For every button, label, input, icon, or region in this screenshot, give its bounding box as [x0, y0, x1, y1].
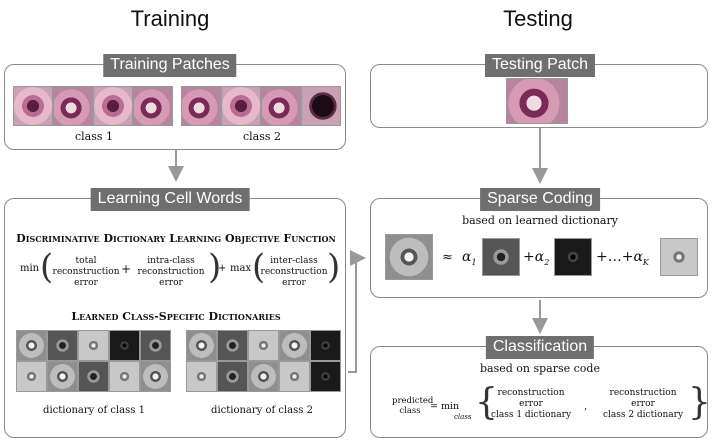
max-operator: max: [230, 263, 252, 274]
dict-atom: [310, 330, 341, 361]
dict-atom-image: [482, 238, 520, 276]
training-patch-image: [221, 86, 261, 126]
dict-atom: [47, 330, 78, 361]
min-subscript: class: [454, 413, 472, 421]
term-text: intra-class: [147, 256, 195, 266]
term-text: class 1 dictionary: [490, 410, 572, 420]
term-text: error: [631, 399, 655, 409]
objective-title: Discriminative Dictionary Learning Objec…: [16, 232, 336, 245]
term-text: error: [74, 278, 98, 288]
training-patch-image: [13, 86, 53, 126]
min-operator: min: [20, 263, 40, 274]
term-text: total: [75, 256, 97, 266]
predicted-text: predicted: [392, 396, 434, 406]
testing-title: Testing: [503, 6, 573, 31]
plus-sign: +: [121, 262, 132, 276]
testing-patch-image: [506, 78, 568, 124]
training-patch-image: [261, 86, 301, 126]
term-text: reconstruction: [137, 267, 205, 277]
training-patches-header: Training Patches: [103, 54, 237, 77]
classification-panel: [370, 346, 708, 438]
class1-label: class 1: [74, 130, 114, 143]
dict-atom: [217, 361, 248, 392]
paren-close: ): [327, 247, 341, 287]
objective-term-total: total reconstruction error: [50, 256, 122, 289]
dict-atom: [310, 361, 341, 392]
term-text: error: [282, 278, 306, 288]
paren-close: ): [208, 247, 222, 287]
dict-atom: [140, 330, 171, 361]
alpha-subscript: 1: [471, 257, 477, 267]
alpha-2: +α2: [523, 249, 549, 267]
alpha-subscript: 2: [544, 257, 550, 267]
dict-title: Learned Class-Specific Dictionaries: [71, 310, 281, 323]
dict-atom: [109, 361, 140, 392]
dict-atom: [109, 330, 140, 361]
training-patch-image: [53, 86, 93, 126]
objective-term-intra: intra-class reconstruction error: [135, 256, 207, 289]
dict-atom: [217, 330, 248, 361]
comma: ,: [584, 401, 588, 412]
dict-atom: [78, 330, 109, 361]
min-equals: = min: [430, 401, 460, 412]
training-patch-image: [301, 86, 341, 126]
training-patch-image: [93, 86, 133, 126]
brace-close: }: [688, 382, 711, 423]
term-text: class 2 dictionary: [602, 410, 684, 420]
plus-sign: +: [218, 263, 227, 274]
term-text: reconstruction: [609, 388, 677, 398]
dict-atom: [16, 330, 47, 361]
approx-sign: ≈: [442, 250, 453, 265]
sparse-coding-header: Sparse Coding: [480, 188, 600, 211]
term-text: reconstruction: [52, 267, 120, 277]
dict-atom-image: [554, 238, 592, 276]
predicted-class-label: predicted class: [392, 396, 434, 416]
dict-atom: [279, 330, 310, 361]
dict2-label: dictionary of class 2: [211, 405, 313, 416]
predicted-text: class: [399, 406, 421, 416]
test-patch-gray-image: [385, 234, 433, 280]
testing-patch-header: Testing Patch: [484, 54, 596, 77]
classification-term-1: reconstruction error class 1 dictionary: [486, 388, 576, 421]
dict-atom: [78, 361, 109, 392]
term-text: error: [159, 278, 183, 288]
class2-label: class 2: [242, 130, 282, 143]
paren-open: (: [252, 247, 266, 287]
dict-atom: [186, 361, 217, 392]
dict-atom: [186, 330, 217, 361]
alpha-subscript: K: [642, 257, 649, 267]
dict-atom: [279, 361, 310, 392]
training-patch-image: [133, 86, 173, 126]
sparse-subtitle: based on learned dictionary: [462, 214, 618, 227]
training-title: Training: [130, 6, 210, 31]
term-text: reconstruction: [260, 267, 328, 277]
dict-atom-image: [660, 238, 698, 276]
classification-subtitle: based on sparse code: [480, 362, 600, 375]
alpha-k: +…+αK: [596, 249, 649, 267]
arrow-dict-to-sparse: [348, 250, 366, 373]
dict-atom: [248, 330, 279, 361]
dict1-label: dictionary of class 1: [43, 405, 145, 416]
term-text: inter-class: [270, 256, 318, 266]
paren-open: (: [40, 247, 54, 287]
learning-header: Learning Cell Words: [90, 188, 250, 211]
alpha-symbol: +…+α: [596, 249, 643, 265]
training-patch-image: [181, 86, 221, 126]
dict-atom: [16, 361, 47, 392]
dict-atom: [248, 361, 279, 392]
dict-atom: [140, 361, 171, 392]
alpha-1: α1: [462, 249, 477, 267]
classification-header: Classification: [485, 336, 595, 359]
classification-term-2: reconstruction error class 2 dictionary: [598, 388, 688, 421]
objective-term-inter: inter-class reconstruction error: [258, 256, 330, 289]
brace-open: {: [475, 382, 498, 423]
term-text: error: [519, 399, 543, 409]
dict-atom: [47, 361, 78, 392]
alpha-symbol: +α: [523, 249, 545, 265]
alpha-symbol: α: [462, 249, 472, 265]
term-text: reconstruction: [497, 388, 565, 398]
